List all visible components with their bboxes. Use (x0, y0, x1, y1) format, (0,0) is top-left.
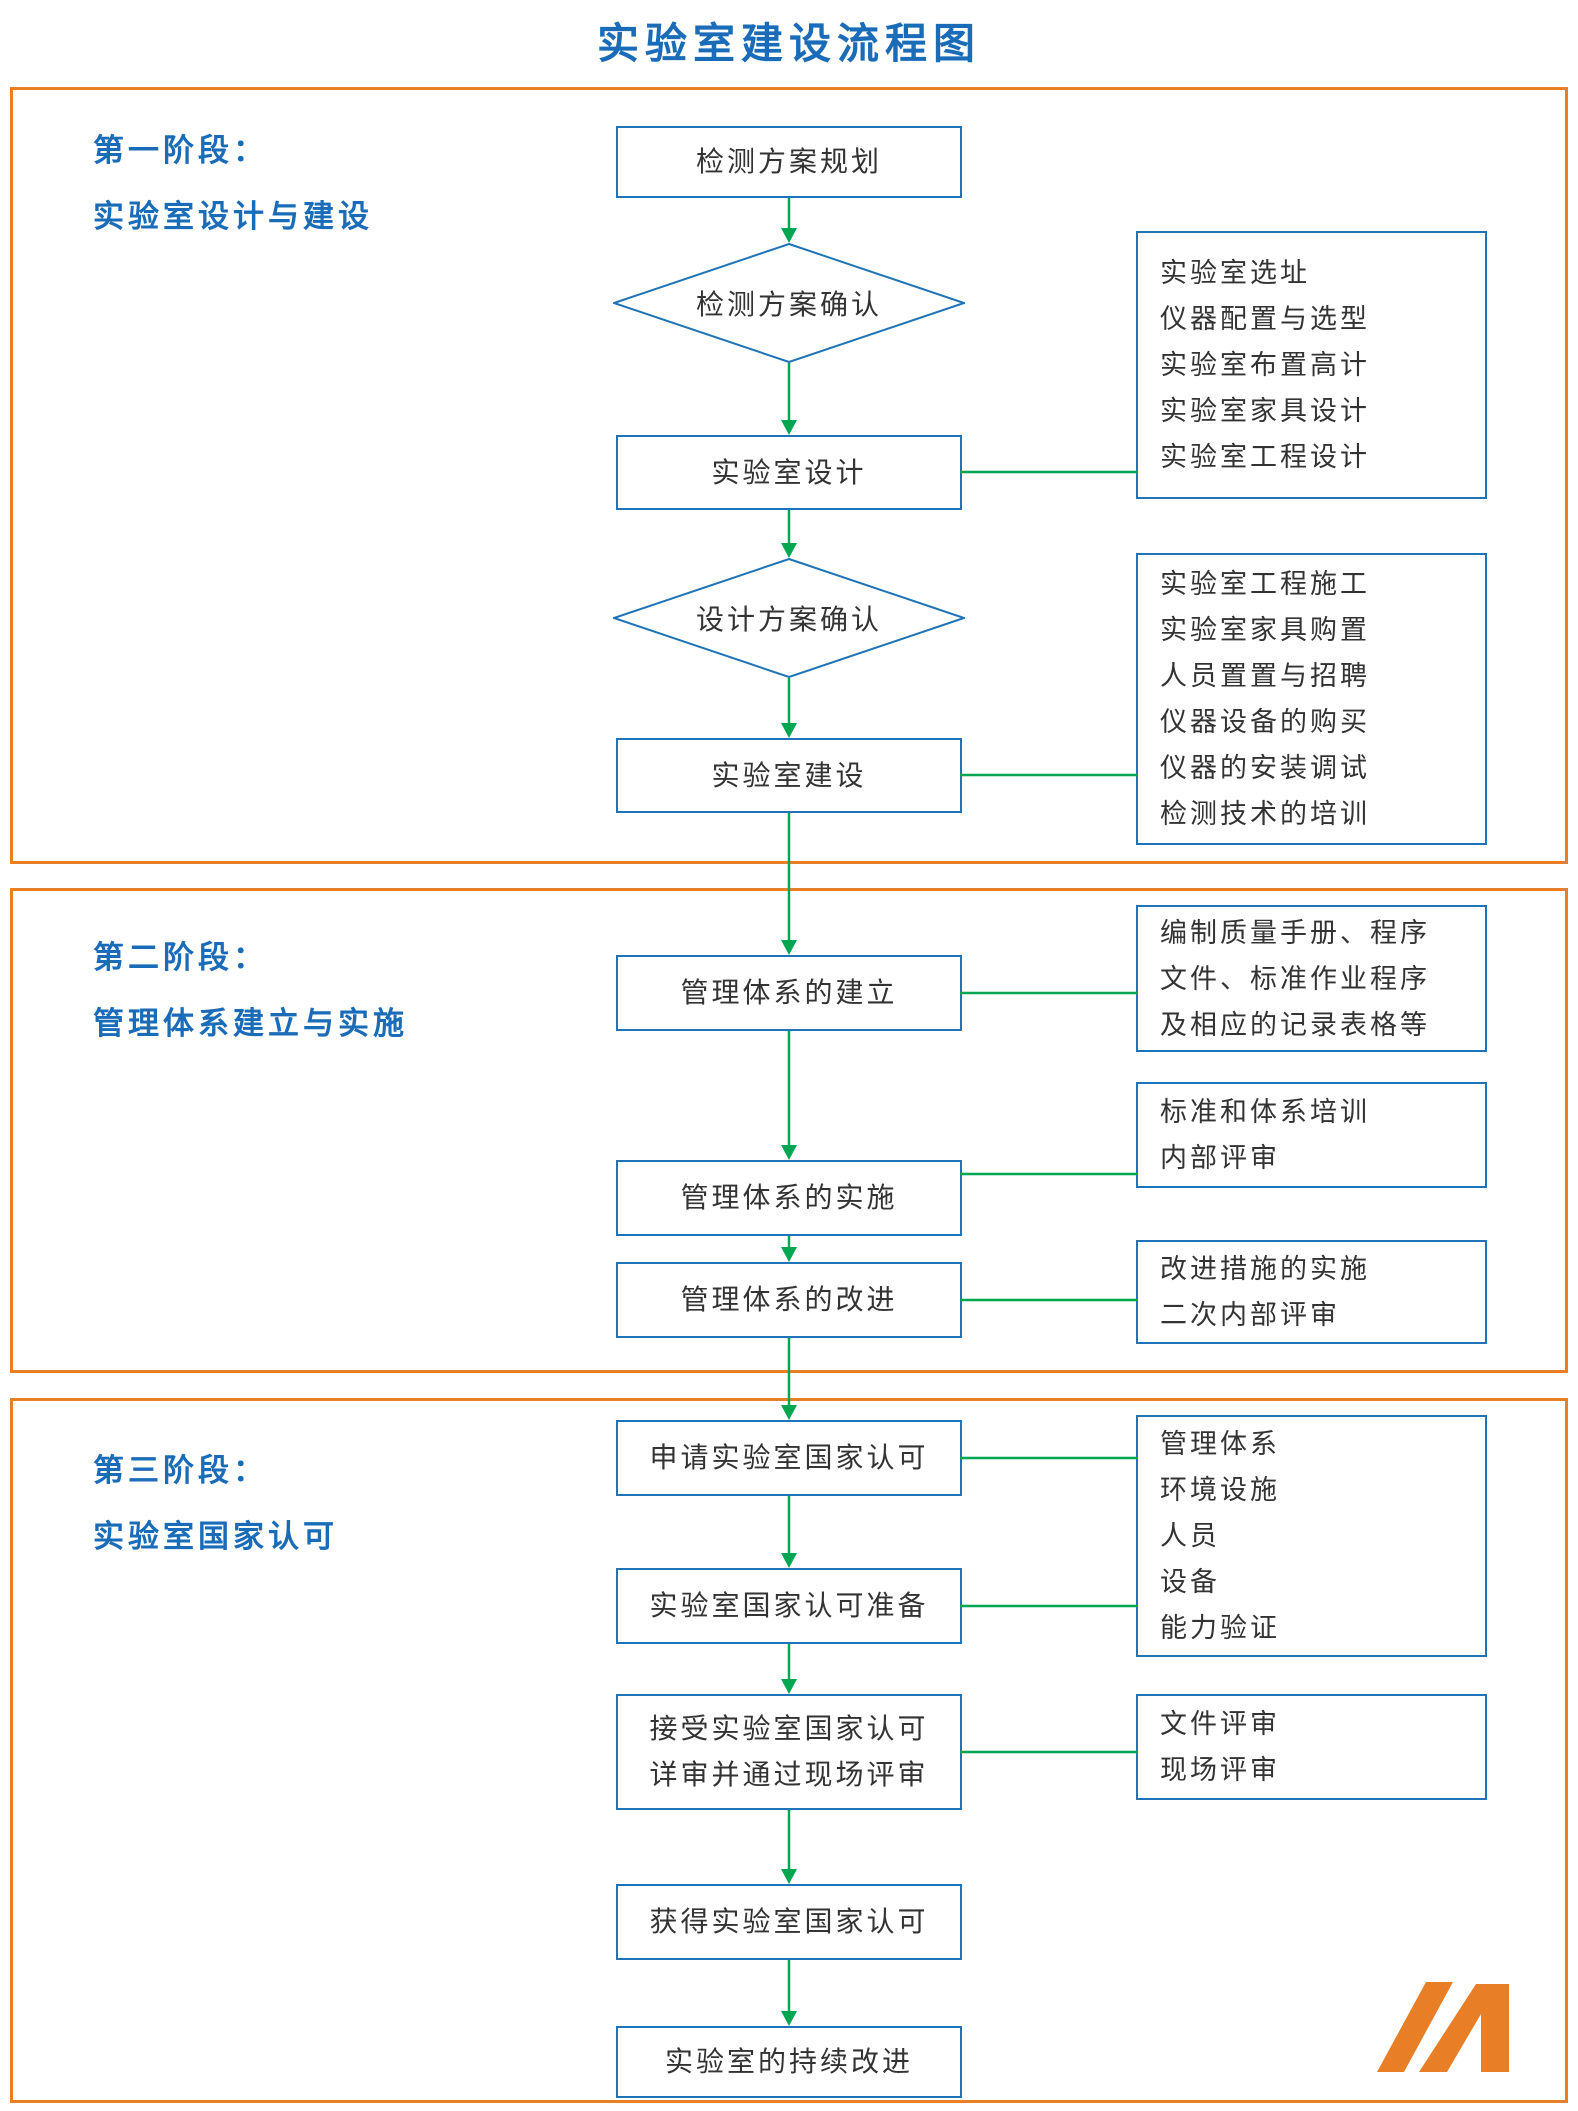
side-note-line: 内部评审 (1160, 1143, 1280, 1173)
flow-box-label: 管理体系的实施 (680, 1182, 898, 1213)
side-note-box-2: 编制质量手册、程序文件、标准作业程序及相应的记录表格等 (1136, 905, 1487, 1052)
side-note-line: 实验室工程施工 (1160, 569, 1370, 599)
stage-label-line: 管理体系建立与实施 (93, 1006, 408, 1041)
flow-box-2: 实验室设计 (616, 435, 962, 510)
diamond-label-text: 设计方案确认 (695, 604, 882, 635)
side-note-line: 能力验证 (1160, 1613, 1280, 1643)
side-note-line: 检测技术的培训 (1160, 799, 1370, 829)
flow-box-6: 管理体系的实施 (616, 1160, 962, 1236)
side-note-line: 实验室选址 (1160, 258, 1310, 288)
side-note-box-4: 改进措施的实施二次内部评审 (1136, 1240, 1487, 1344)
flow-box-label: 接受实验室国家认可 (649, 1713, 929, 1744)
side-note-line: 实验室家具购置 (1160, 615, 1370, 645)
flow-box-label: 申请实验室国家认可 (649, 1442, 929, 1473)
flow-box-5: 管理体系的建立 (616, 955, 962, 1031)
flow-box-label: 实验室国家认可准备 (649, 1590, 929, 1621)
flow-box-8: 申请实验室国家认可 (616, 1420, 962, 1496)
side-note-line: 标准和体系培训 (1160, 1097, 1370, 1127)
flow-box-9: 实验室国家认可准备 (616, 1568, 962, 1644)
stage-label-1: 第一阶段： 实验室设计与建设 (93, 118, 373, 250)
side-note-box-0: 实验室选址仪器配置与选型实验室布置高计实验室家具设计实验室工程设计 (1136, 231, 1487, 499)
flow-box-label: 实验室建设 (711, 759, 867, 791)
flow-box-0: 检测方案规划 (616, 126, 962, 198)
flow-box-label: 检测方案规划 (695, 146, 882, 177)
flow-box-10: 接受实验室国家认可详审并通过现场评审 (616, 1694, 962, 1810)
side-note-line: 设备 (1160, 1567, 1220, 1597)
side-note-line: 环境设施 (1160, 1475, 1280, 1505)
side-note-line: 仪器的安装调试 (1160, 753, 1370, 783)
side-note-line: 实验室工程设计 (1160, 442, 1370, 472)
flow-box-label: 获得实验室国家认可 (649, 1906, 929, 1937)
side-note-line: 实验室布置高计 (1160, 350, 1370, 380)
ma-logo-icon (1377, 1982, 1509, 2072)
stage-label-3: 第三阶段： 实验室国家认可 (93, 1438, 338, 1570)
stage-label-line: 实验室国家认可 (93, 1519, 338, 1554)
flow-box-12: 实验室的持续改进 (616, 2026, 962, 2098)
stage-label-line: 第三阶段： (93, 1453, 268, 1488)
logo-m-shape (1419, 1984, 1509, 2072)
flow-box-label: 实验室的持续改进 (664, 2046, 913, 2077)
logo-slash-shape (1377, 1982, 1453, 2072)
side-note-line: 仪器配置与选型 (1160, 304, 1370, 334)
diagram-title: 实验室建设流程图 (596, 20, 981, 67)
diamond-label-text: 检测方案确认 (695, 289, 882, 320)
decision-diamond-1: 检测方案确认 (613, 243, 965, 363)
side-note-box-1: 实验室工程施工实验室家具购置人员置置与招聘仪器设备的购买仪器的安装调试检测技术的… (1136, 553, 1487, 845)
flow-box-label: 详审并通过现场评审 (649, 1759, 929, 1790)
side-note-line: 管理体系 (1160, 1429, 1280, 1459)
decision-diamond-3: 设计方案确认 (613, 558, 965, 678)
side-note-line: 实验室家具设计 (1160, 396, 1370, 426)
side-note-line: 文件、标准作业程序 (1160, 963, 1430, 994)
side-note-line: 编制质量手册、程序 (1160, 917, 1430, 948)
side-note-line: 人员 (1160, 1521, 1220, 1551)
flow-box-7: 管理体系的改进 (616, 1262, 962, 1338)
side-note-box-5: 管理体系环境设施人员设备能力验证 (1136, 1415, 1487, 1657)
flow-box-label: 管理体系的改进 (680, 1284, 898, 1315)
side-note-line: 二次内部评审 (1160, 1300, 1340, 1330)
stage-label-line: 第一阶段： (93, 133, 268, 168)
side-note-box-6: 文件评审现场评审 (1136, 1694, 1487, 1800)
side-note-line: 文件评审 (1160, 1709, 1280, 1739)
stage-label-line: 第二阶段： (93, 940, 268, 975)
side-note-line: 及相应的记录表格等 (1160, 1009, 1430, 1040)
flow-box-label: 实验室设计 (711, 456, 867, 488)
decision-diamond-shape-3 (613, 558, 965, 678)
side-note-line: 改进措施的实施 (1160, 1254, 1370, 1284)
side-note-line: 仪器设备的购买 (1160, 707, 1370, 737)
side-note-line: 现场评审 (1160, 1755, 1280, 1785)
decision-diamond-shape-1 (613, 243, 965, 363)
flow-box-11: 获得实验室国家认可 (616, 1884, 962, 1960)
stage-label-2: 第二阶段： 管理体系建立与实施 (93, 925, 408, 1057)
side-note-box-3: 标准和体系培训内部评审 (1136, 1082, 1487, 1188)
side-note-line: 人员置置与招聘 (1160, 661, 1370, 691)
flow-box-label: 管理体系的建立 (680, 977, 898, 1008)
stage-label-line: 实验室设计与建设 (93, 199, 373, 234)
flow-box-4: 实验室建设 (616, 738, 962, 813)
